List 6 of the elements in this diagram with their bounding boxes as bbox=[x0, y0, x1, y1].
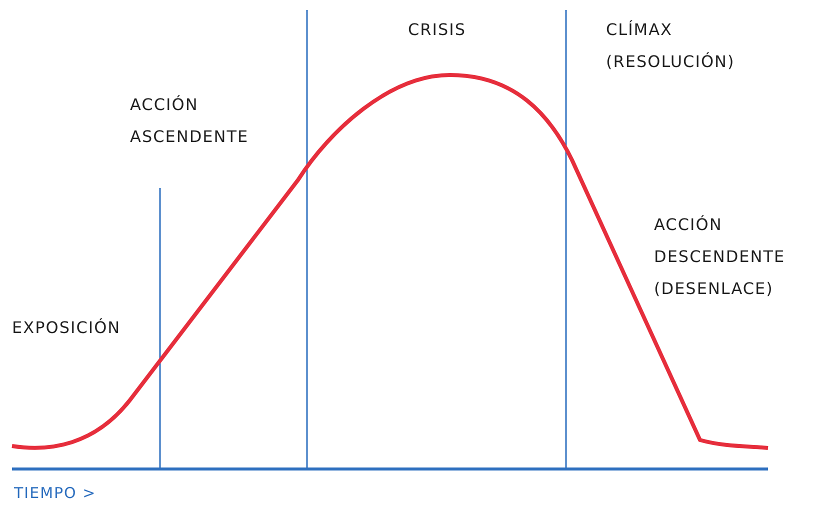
stage-label: CRISIS bbox=[408, 19, 468, 41]
stage-label: ACCIÓN ASCENDENTE bbox=[130, 94, 250, 148]
stage-label: CLÍMAX (RESOLUCIÓN) bbox=[606, 19, 736, 73]
stage-label: ACCIÓN DESCENDENTE (DESENLACE) bbox=[654, 214, 786, 300]
axis-label: TIEMPO > bbox=[14, 483, 98, 504]
stage-label: EXPOSICIÓN bbox=[12, 317, 122, 339]
